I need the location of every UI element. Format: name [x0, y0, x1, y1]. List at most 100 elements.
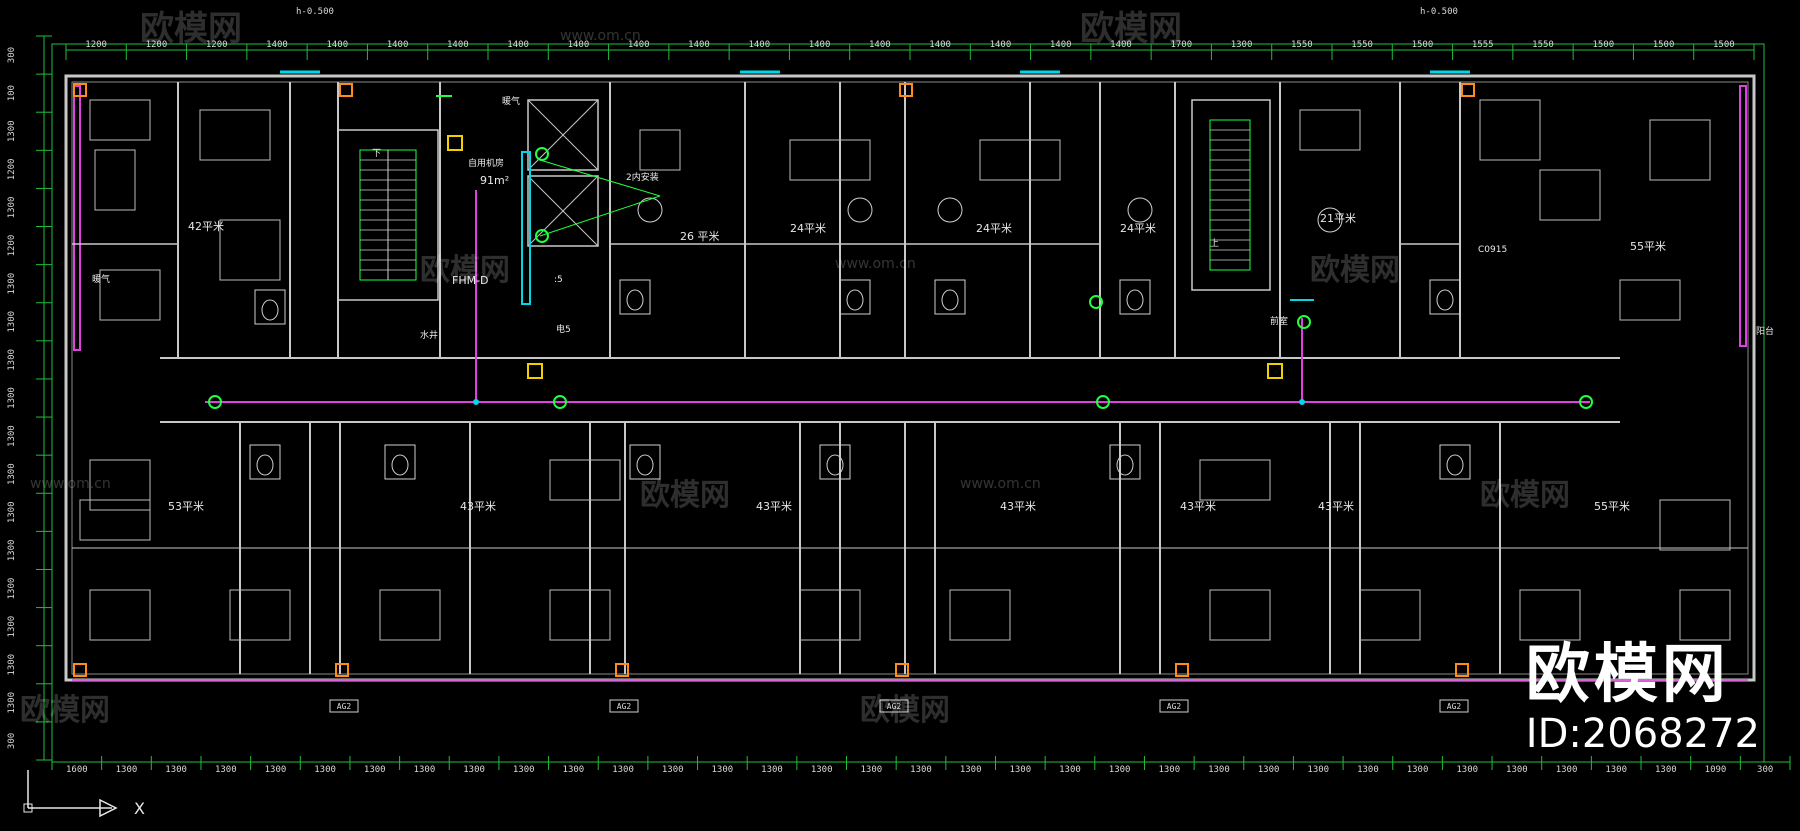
hydrant-symbol — [447, 135, 463, 151]
watermark-brand: 欧模网 — [1480, 478, 1570, 513]
furniture-box — [229, 589, 291, 641]
left-dimension-column: 3001001300120013001200130013001300130013… — [7, 35, 52, 761]
bottom-dim-label: 1300 — [463, 765, 485, 775]
riser-symbol — [553, 395, 567, 409]
column — [895, 663, 909, 677]
top-dim-label: 1500 — [1412, 40, 1434, 50]
bottom-dim-label: 1300 — [116, 765, 138, 775]
top-dim-label: 1200 — [206, 40, 228, 50]
riser-symbol — [1579, 395, 1593, 409]
ag-tag-label: AG2 — [337, 702, 352, 711]
toilet-bowl — [626, 289, 644, 311]
toilet-block — [384, 444, 416, 480]
room-label-top: 24平米 — [1120, 222, 1156, 235]
left-dim-label: 1300 — [7, 463, 17, 485]
left-dim-label: 1300 — [7, 273, 17, 295]
top-dim-label: 1700 — [1170, 40, 1192, 50]
bottom-dim-label: 1300 — [1109, 765, 1131, 775]
toilet-bowl — [391, 454, 409, 476]
column — [73, 663, 87, 677]
elevation-left: h-0.500 — [296, 7, 334, 17]
column — [1455, 663, 1469, 677]
furniture-box — [1659, 499, 1731, 551]
furniture-box — [99, 269, 161, 321]
watermark-url: www.om.cn — [560, 28, 641, 44]
top-dim-label: 1400 — [869, 40, 891, 50]
watermark-brand: 欧模网 — [860, 693, 950, 728]
watermark-brand: 欧模网 — [640, 478, 730, 513]
left-dim-label: 1300 — [7, 425, 17, 447]
bottom-dim-label: 1300 — [1357, 765, 1379, 775]
stair-core-left — [337, 129, 439, 301]
bottom-dim-label: 1300 — [1059, 765, 1081, 775]
top-dim-label: 1400 — [266, 40, 288, 50]
toilet-block — [934, 279, 966, 315]
top-dim-label: 1200 — [85, 40, 107, 50]
watermark-brand: 欧模网 — [1080, 9, 1182, 49]
toilet-bowl — [846, 289, 864, 311]
bottom-dim-label: 1300 — [1456, 765, 1478, 775]
furniture-box — [1479, 99, 1541, 161]
toilet-bowl — [1446, 454, 1464, 476]
brand-watermark: 欧模网 ID:2068272 — [1526, 640, 1760, 758]
bottom-dim-label: 1300 — [1556, 765, 1578, 775]
pipe-node — [1299, 399, 1305, 405]
stairs-down-label: 下 — [372, 149, 381, 159]
ucs-axis-icon — [23, 770, 118, 818]
bottom-dim-label: 1300 — [563, 765, 585, 775]
top-dim-label: 1400 — [688, 40, 710, 50]
brand-id: ID:2068272 — [1525, 711, 1760, 757]
riser-symbol — [208, 395, 222, 409]
left-dim-label: 1200 — [7, 159, 17, 181]
basin-circle — [1127, 197, 1153, 223]
top-dim-label: 1400 — [748, 40, 770, 50]
bottom-dim-label: 1300 — [215, 765, 237, 775]
tag-5-label: :5 — [554, 275, 563, 285]
furniture-box — [789, 139, 871, 181]
riser-symbol — [1096, 395, 1110, 409]
ag-tag-label: AG2 — [887, 702, 902, 711]
balcony-label: 阳台 — [1756, 325, 1774, 337]
bottom-dim-label: 300 — [1757, 765, 1773, 775]
riser-symbol — [535, 229, 549, 243]
machine-room-label: 自用机房 — [468, 157, 504, 169]
right-unit-wall — [1739, 85, 1747, 347]
top-dim-label: 1400 — [387, 40, 409, 50]
bottom-unit-walls — [72, 422, 1748, 681]
heater-label-left: 暖气 — [92, 273, 110, 285]
room-label-bottom: 53平米 — [168, 500, 204, 513]
watermark-url: www.om.cn — [960, 476, 1041, 492]
brand-name: 欧模网 — [1525, 638, 1730, 712]
well-label: 水井 — [420, 329, 438, 341]
toilet-block — [619, 279, 651, 315]
ag-tag-label: AG2 — [617, 702, 632, 711]
bottom-dim-label: 1300 — [1258, 765, 1280, 775]
basin-circle — [1317, 207, 1343, 233]
left-dim-label: 1300 — [7, 120, 17, 142]
structural-columns — [73, 70, 1475, 677]
bottom-dim-label: 1300 — [1407, 765, 1429, 775]
top-dim-label: 1400 — [628, 40, 650, 50]
toilet-bowl — [1436, 289, 1454, 311]
ag-tag-box — [1439, 699, 1469, 713]
furniture-box — [89, 589, 151, 641]
top-dim-label: 1400 — [990, 40, 1012, 50]
room-label-bottom: 55平米 — [1594, 500, 1630, 513]
stair-core-right — [1191, 99, 1271, 291]
bottom-dim-label: 1300 — [513, 765, 535, 775]
furniture-box — [799, 589, 861, 641]
top-dim-label: 1400 — [809, 40, 831, 50]
bottom-dim-label: 1300 — [314, 765, 336, 775]
top-dim-label: 1400 — [1110, 40, 1132, 50]
furniture-box — [1619, 279, 1681, 321]
room-label-top: 55平米 — [1630, 240, 1666, 253]
ag-tag-box — [879, 699, 909, 713]
furniture-box — [1209, 589, 1271, 641]
inner-install-label: 2内安装 — [626, 171, 659, 183]
top-dim-label: 1500 — [1653, 40, 1675, 50]
left-dim-label: 1300 — [7, 578, 17, 600]
